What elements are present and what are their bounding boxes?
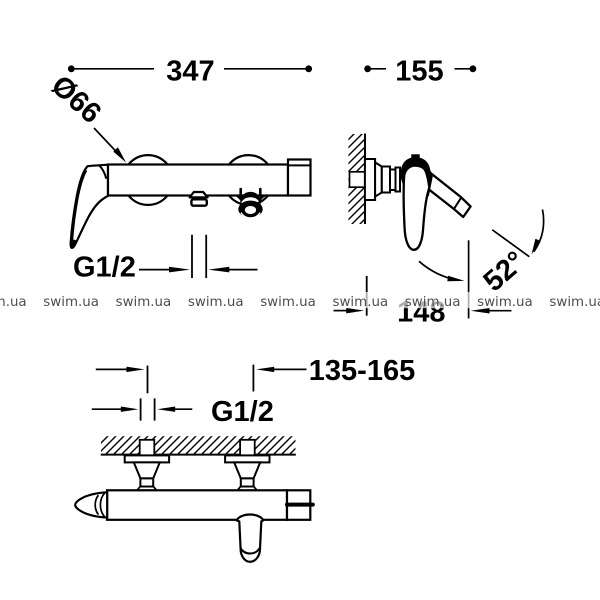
arrowhead-left — [169, 266, 190, 273]
flange — [224, 454, 271, 464]
watermark-text: swim.ua — [405, 295, 461, 310]
dimension-inlet-thread: G1/2 — [91, 396, 274, 428]
left-wall-connector — [123, 438, 171, 492]
dimension-flange-diameter: Ø66 — [45, 70, 126, 163]
watermark-fade-band — [0, 292, 600, 309]
dim-endpoint-dot — [364, 65, 371, 73]
body-nose-dome — [74, 491, 109, 519]
dimension-outlet-thread: G1/2 — [73, 234, 258, 284]
extension-ticks — [139, 398, 156, 421]
watermark-text: swim.ua — [260, 295, 316, 310]
outlet-knob-top — [188, 190, 209, 199]
valve-collar — [394, 166, 401, 193]
mixer-body — [105, 489, 289, 521]
watermark-texts: swim.ua swim.ua swim.ua swim.ua swim.ua swim.… — [0, 295, 600, 310]
outlet-knob-base — [190, 198, 208, 207]
watermark-text: swim.ua — [0, 295, 27, 310]
neck — [239, 477, 255, 488]
watermark-text: swim.ua — [43, 295, 99, 310]
arrowhead-left — [120, 406, 139, 412]
leader-arrowhead — [113, 147, 126, 163]
extension-ticks — [191, 234, 208, 278]
leader-line — [93, 127, 119, 155]
right-wall-connector — [224, 438, 271, 492]
spout — [235, 513, 265, 563]
watermark-band: swim.ua swim.ua swim.ua swim.ua swim.ua swim.… — [0, 292, 600, 310]
nipple — [239, 438, 256, 457]
arrowhead-left — [126, 366, 145, 373]
dim-endpoint-dot — [67, 65, 75, 73]
angle-extension-line — [491, 229, 530, 258]
connector-bore — [244, 206, 257, 214]
connector-bell — [240, 191, 261, 205]
watermark-text: swim.ua — [188, 295, 244, 310]
dim-endpoint-dot — [469, 65, 477, 73]
watermark-text: swim.ua — [333, 295, 389, 310]
dim-label-outlet-thread: G1/2 — [73, 252, 136, 284]
dimension-overall-width: 347 — [67, 56, 313, 88]
taper — [232, 461, 262, 480]
dim-label-overall-width: 347 — [166, 56, 214, 88]
dimension-depth: 155 — [364, 56, 477, 88]
connector-stubs — [239, 187, 262, 197]
dim-label-inlet-thread: G1/2 — [211, 396, 274, 428]
connector-fillet-right — [259, 195, 268, 202]
escutcheon-ring — [380, 165, 391, 194]
arrowhead-right — [256, 366, 275, 373]
handle-shading-line — [71, 170, 88, 242]
taper — [132, 461, 162, 480]
dim-label-connection-centers: 135-165 — [309, 355, 415, 387]
bonnet-stub — [411, 154, 420, 160]
wall-plate — [363, 158, 377, 201]
nose-seam-arcs — [94, 492, 106, 518]
watermark-text: swim.ua — [116, 295, 172, 310]
dim-label-flange-diameter: Ø66 — [45, 70, 107, 130]
swing-arc-right — [533, 209, 545, 253]
arrowhead-left — [346, 307, 365, 314]
arrowhead-right — [470, 308, 490, 314]
dim-endpoint-dot — [305, 65, 313, 73]
watermark-text: swim.ua — [549, 295, 600, 310]
spout-seam-arc — [239, 547, 261, 555]
hose-connector — [233, 187, 268, 219]
handle-teardrop — [402, 164, 431, 251]
nipple — [138, 438, 156, 457]
dimension-connection-centers: 135-165 — [95, 355, 415, 394]
swing-arrowhead-left — [447, 275, 465, 282]
wall-hatching — [101, 436, 296, 455]
handle-body-seam — [98, 164, 108, 180]
handle-tip-cap — [70, 239, 77, 248]
watermark-text: swim.ua — [477, 295, 533, 310]
escutcheon-cone — [374, 160, 383, 199]
bottom-view: 135-165 G1/2 — [74, 355, 415, 563]
connector-rim-highlight — [240, 212, 261, 219]
connector-fillet-left — [233, 195, 242, 202]
supply-pipe — [348, 170, 366, 189]
dim-label-depth: 155 — [395, 56, 443, 88]
neck — [139, 477, 155, 488]
swing-arrowhead-right — [531, 238, 541, 255]
arrowhead-right — [157, 406, 176, 412]
lever-facet-line — [453, 196, 463, 210]
flange — [123, 454, 171, 464]
handle-lever — [424, 170, 472, 219]
arrowhead-right — [208, 266, 230, 273]
body-end-cap — [286, 158, 312, 197]
